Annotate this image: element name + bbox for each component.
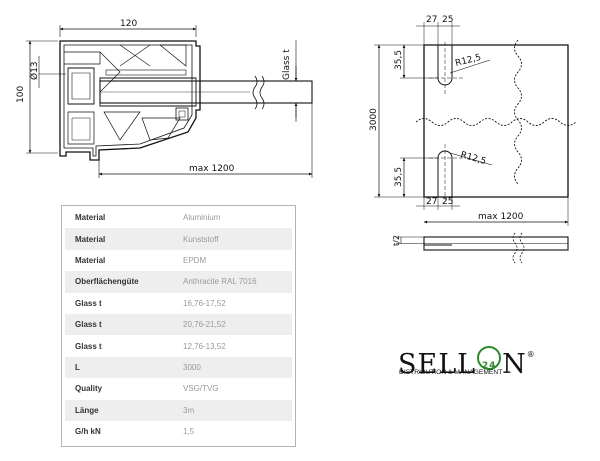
spec-row: Glass t 12,76-13,52 — [65, 335, 292, 356]
front-edge-bottom-label: 27 — [426, 197, 437, 207]
spec-value: Aluminium — [183, 213, 221, 223]
spec-label: Glass t — [75, 298, 102, 308]
spec-label: Oberflächengüte — [75, 277, 139, 287]
logo-wordmark: SELL 24 N® — [398, 340, 536, 380]
spec-label: Material — [75, 213, 106, 223]
spec-value: 20,76-21,52 — [183, 320, 226, 330]
front-width-label: max 1200 — [478, 212, 524, 222]
spec-value: EPDM — [183, 255, 207, 265]
spec-label: Material — [75, 234, 106, 244]
profile-width-label: 120 — [120, 19, 137, 29]
profile-diameter-label: Ø13 — [29, 61, 40, 80]
logo-word-start: SELL — [398, 349, 477, 380]
logo-badge: 24 — [477, 346, 502, 371]
side-view — [396, 232, 569, 264]
spec-label: Material — [75, 255, 106, 265]
glass-thickness-label: Glass t — [282, 49, 292, 80]
spec-label: Glass t — [75, 320, 102, 330]
front-radius-top-label: R12,5 — [454, 53, 482, 69]
spec-row: L 3000 — [65, 356, 292, 379]
front-radius-bottom-label: R12,5 — [459, 150, 487, 167]
spec-value: 12,76-13,52 — [183, 341, 226, 351]
spec-row: Material Aluminium — [65, 207, 292, 228]
front-edge-top-label: 27 — [426, 15, 437, 25]
spec-row: Material Kunststoff — [65, 228, 292, 250]
spec-row: Material EPDM — [65, 250, 292, 271]
spec-label: Quality — [75, 384, 103, 394]
profile-height-label: 100 — [16, 86, 26, 103]
spec-label: Glass t — [75, 341, 102, 351]
logo-tagline: DISTRIBUTION & MANAGEMENT — [399, 369, 503, 376]
spec-value: 3m — [183, 405, 195, 415]
sellon24-logo: SELL 24 N® DISTRIBUTION & MANAGEMENT — [398, 340, 548, 380]
spec-value: Kunststoff — [183, 234, 219, 244]
spec-row: Glass t 20,76-21,52 — [65, 313, 292, 336]
logo-word-end: N — [502, 349, 527, 380]
front-slot-top-label: 25 — [442, 15, 453, 25]
front-slot-bottom-height-label: 35,5 — [394, 167, 404, 187]
spec-value: 16,76-17,52 — [183, 298, 226, 308]
profile-max-length-label: max 1200 — [189, 164, 235, 174]
spec-value: Anthracite RAL 7016 — [183, 277, 257, 287]
logo-registered-mark: ® — [526, 350, 536, 359]
front-view — [374, 22, 577, 226]
spec-row: Länge 3m — [65, 399, 292, 421]
spec-label: G/h kN — [75, 427, 101, 437]
spec-label: Länge — [75, 405, 99, 415]
front-slot-bottom-label: 25 — [442, 197, 453, 207]
spec-row: Glass t 16,76-17,52 — [65, 293, 292, 314]
spec-label: L — [75, 362, 80, 372]
logo-badge-text: 24 — [481, 361, 497, 371]
glass-panel-outline — [423, 44, 569, 198]
profile-section — [26, 25, 313, 178]
spec-row: Oberflächengüte Anthracite RAL 7016 — [65, 271, 292, 293]
front-height-label: 3000 — [369, 108, 379, 131]
spec-value: 3000 — [183, 362, 201, 372]
spec-row: G/h kN 1,5 — [65, 421, 292, 442]
front-slot-top-height-label: 35,5 — [394, 50, 404, 70]
side-half-thickness-label: t/2 — [392, 235, 401, 246]
profile-outline — [59, 40, 201, 161]
spec-row: Quality VSG/TVG — [65, 378, 292, 399]
spec-value: 1,5 — [183, 427, 195, 437]
spec-value: VSG/TVG — [183, 384, 219, 394]
